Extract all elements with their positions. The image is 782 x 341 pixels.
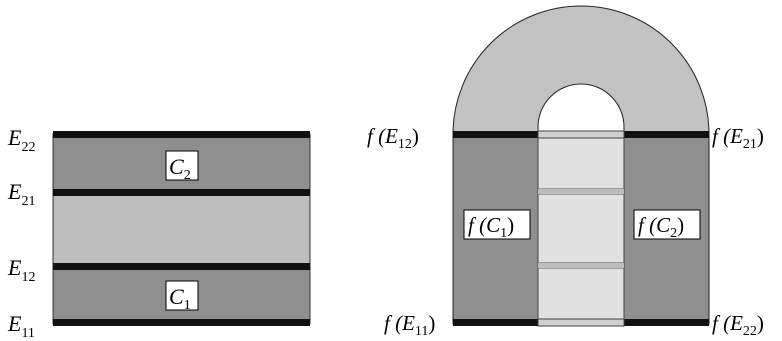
bottom-center-strip bbox=[537, 318, 625, 327]
label-e12: E12 bbox=[7, 255, 35, 285]
label-f-e22: f (E22) bbox=[712, 311, 764, 339]
region-center-column bbox=[537, 133, 625, 325]
boundary-f-e12 bbox=[453, 131, 538, 138]
boundary-e12 bbox=[53, 263, 310, 270]
label-e22: E22 bbox=[7, 125, 35, 155]
label-f-c2: f (C2) bbox=[638, 213, 684, 241]
region-middle bbox=[53, 193, 310, 268]
label-box-f-c1 bbox=[463, 209, 531, 240]
label-box-f-c2 bbox=[633, 209, 701, 240]
boundary-e22 bbox=[53, 131, 310, 138]
arch-region bbox=[452, 5, 710, 135]
label-c1: C1 bbox=[169, 284, 191, 313]
label-e11: E11 bbox=[7, 311, 35, 341]
top-center-strip bbox=[537, 130, 625, 139]
boundary-e21 bbox=[53, 189, 310, 196]
label-f-e11: f (E11) bbox=[384, 311, 435, 339]
label-e21: E21 bbox=[7, 179, 35, 209]
label-f-c1: f (C1) bbox=[468, 213, 514, 241]
label-box-c2 bbox=[165, 150, 199, 181]
right-diagram: f (C1) f (C2) f (E12) f (E21) f (E11) f … bbox=[367, 5, 764, 339]
label-f-e12: f (E12) bbox=[367, 124, 419, 152]
boundary-f-e21 bbox=[624, 131, 709, 138]
label-box-c1 bbox=[165, 280, 199, 311]
center-dividers bbox=[538, 188, 624, 269]
boundary-f-e11 bbox=[453, 319, 538, 326]
left-diagram: C2 C1 E22 E21 E12 E11 bbox=[7, 125, 311, 341]
label-f-e21: f (E21) bbox=[712, 124, 764, 152]
boundary-e11 bbox=[53, 319, 310, 326]
label-c2: C2 bbox=[169, 154, 191, 183]
boundary-f-e22 bbox=[624, 319, 709, 326]
